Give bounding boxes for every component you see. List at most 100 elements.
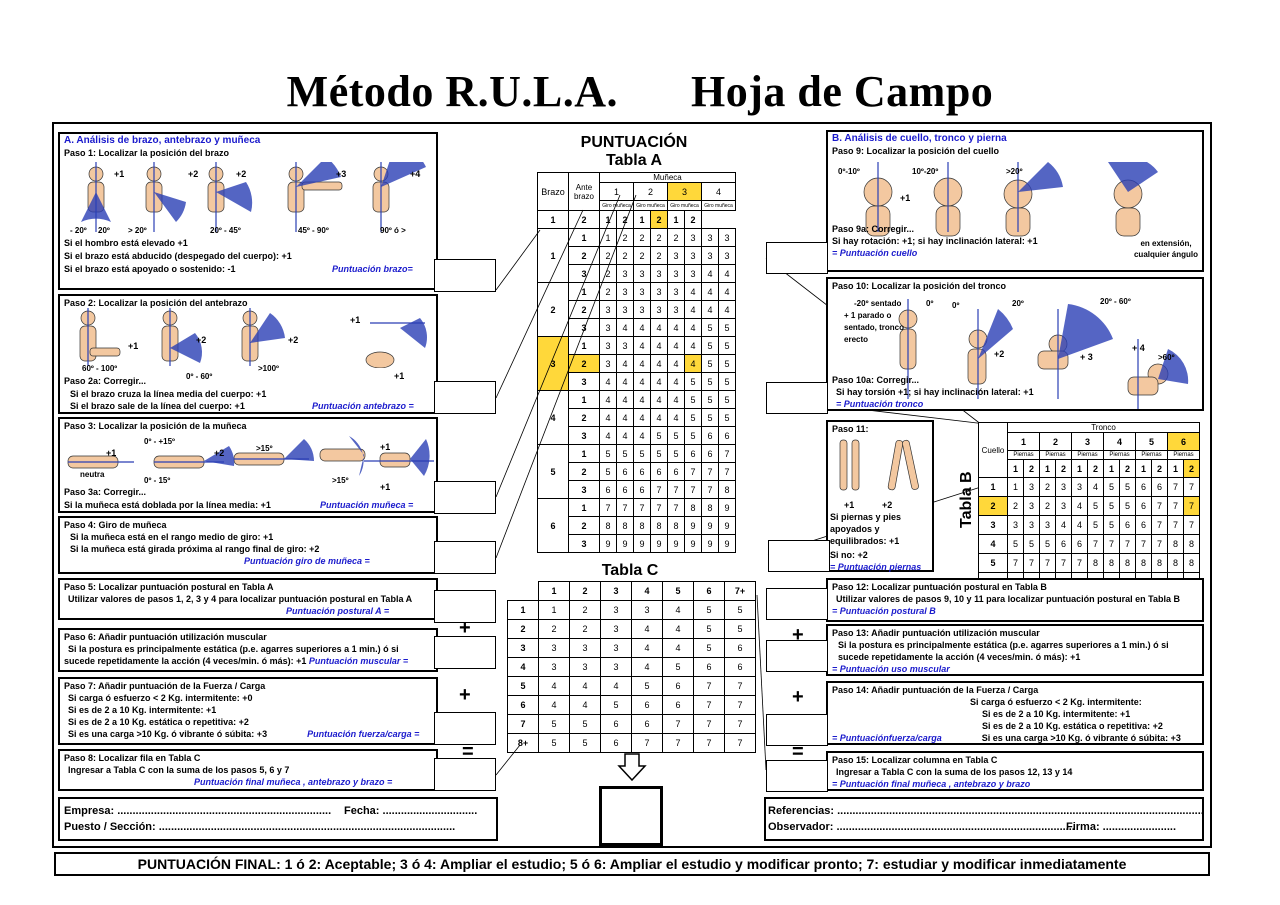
final-a-score-box[interactable] [434, 758, 496, 791]
tabla-a-giro-label: Giro muñeca [701, 200, 736, 211]
tabla-c-row-header: 3 [507, 638, 539, 658]
load-b-score-box[interactable] [766, 714, 828, 746]
tabla-c-value-cell: 3 [569, 657, 601, 677]
step14-rule-2: Si es de 2 a 10 Kg. intermitente: +1 [982, 709, 1131, 719]
tabla-b-value-cell: 2 [1039, 496, 1056, 516]
wrist-score-box[interactable] [434, 481, 496, 514]
tabla-a-value-cell: 3 [684, 246, 702, 265]
tabla-a-value-cell: 5 [701, 336, 719, 355]
muscle-b-score-box[interactable] [766, 640, 828, 672]
tabla-a-brazo-cell: 1 [537, 228, 569, 283]
posture-a-score-box[interactable] [434, 590, 496, 623]
tabla-a-antebrazo-cell: 1 [568, 228, 600, 247]
final-score-box[interactable] [599, 786, 663, 846]
tabla-b-trunk-col: 6 [1167, 432, 1200, 451]
tabla-a-value-cell: 6 [684, 444, 702, 463]
tabla-c-row-header: 8+ [507, 733, 539, 753]
final-b-score-box[interactable] [766, 760, 828, 792]
posture-b-score-box[interactable] [766, 588, 828, 620]
tabla-a-value-cell: 4 [667, 372, 685, 391]
tabla-b-value-cell: 6 [1135, 477, 1152, 497]
tabla-c-col-header: 5 [662, 581, 694, 601]
tabla-c-value-cell: 7 [693, 714, 725, 734]
tabla-a-value-cell: 5 [718, 354, 736, 373]
plus-sign-2: + [459, 684, 471, 706]
panel-step1-arm: A. Análisis de brazo, antebrazo y muñeca… [58, 132, 438, 290]
panel-step6: Paso 6: Añadir puntuación utilización mu… [58, 628, 438, 672]
tabla-c-col-header: 7+ [724, 581, 756, 601]
step5-rule: Utilizar valores de pasos 1, 2, 3 y 4 pa… [68, 594, 413, 604]
tabla-a-value-cell: 4 [650, 390, 668, 409]
tabla-c-value-cell: 5 [693, 600, 725, 620]
forearm-score-box[interactable] [434, 381, 496, 414]
tabla-b-title-wrap: Tabla B [958, 470, 978, 530]
neck-score-box[interactable] [766, 242, 828, 274]
step8-rule: Ingresar a Tabla C con la suma de los pa… [68, 765, 290, 775]
tabla-c-value-cell: 3 [631, 600, 663, 620]
tabla-b-trunk-col: 4 [1103, 432, 1136, 451]
tabla-c-col-header: 3 [600, 581, 632, 601]
tabla-a-value-cell: 4 [650, 336, 668, 355]
neck-angle-1: 0º-10º [838, 167, 860, 176]
tabla-b-value-cell: 7 [1183, 477, 1200, 497]
neck-angle-3: >20º [1006, 167, 1023, 176]
trunk-score-box[interactable] [766, 382, 828, 414]
panel-step7: Paso 7: Añadir puntuación de la Fuerza /… [58, 677, 438, 745]
tabla-b-pierna-col: 2 [1087, 459, 1104, 478]
arm-score-box[interactable] [434, 259, 496, 292]
tabla-b-piernas-label: Piernas [1167, 450, 1200, 460]
tabla-a-value-cell: 4 [633, 354, 651, 373]
tabla-b-title: Tabla B [958, 471, 975, 528]
firma-field[interactable]: Firma: ........................ [1066, 821, 1177, 833]
arm-angle-1: - 20º [70, 226, 87, 235]
arm-label-3: +2 [236, 169, 247, 179]
tabla-a-wrist-col: 3 [667, 182, 702, 201]
tabla-c-value-cell: 1 [538, 600, 570, 620]
tabla-a-value-cell: 3 [633, 300, 651, 319]
tabla-b-value-cell: 7 [1135, 534, 1152, 554]
referencias-field[interactable]: Referencias: ...........................… [768, 805, 1204, 817]
tabla-c-value-cell: 5 [569, 714, 601, 734]
tabla-c-value-cell: 6 [631, 714, 663, 734]
tabla-a-value-cell: 3 [667, 300, 685, 319]
twist-score-box[interactable] [434, 541, 496, 574]
legs-label-1: +1 [844, 500, 855, 510]
tabla-a-value-cell: 5 [633, 444, 651, 463]
muscle-score-box[interactable] [434, 636, 496, 669]
tabla-c-value-cell: 7 [724, 714, 756, 734]
tabla-a-value-cell: 7 [650, 480, 668, 499]
step6-rule-1: Si la postura es principalmente estática… [68, 644, 399, 654]
tabla-b-row-header: 2 [978, 496, 1008, 516]
tabla-b-value-cell: 5 [1103, 477, 1120, 497]
tabla-a-value-cell: 9 [650, 534, 668, 553]
puesto-field[interactable]: Puesto / Sección: ......................… [64, 821, 456, 833]
panel-step2-forearm: Paso 2: Localizar la posición del antebr… [58, 294, 438, 414]
tabla-b-value-cell: 8 [1167, 534, 1184, 554]
tabla-c-value-cell: 3 [538, 657, 570, 677]
forearm-label-1: +1 [128, 341, 139, 351]
tabla-b-value-cell: 8 [1167, 553, 1184, 573]
tabla-b-value-cell: 4 [1071, 515, 1088, 535]
legs-score-box[interactable] [768, 540, 830, 572]
load-score-box[interactable] [434, 712, 496, 745]
tabla-a-value-cell: 6 [633, 462, 651, 481]
tabla-a-giro-col: 1 [537, 210, 569, 229]
tabla-b-value-cell: 3 [1007, 515, 1024, 535]
tabla-a-value-cell: 4 [667, 336, 685, 355]
trunk-rule-1: Si hay torsión +1; si hay inclinación la… [836, 387, 1034, 397]
tabla-a-value-cell: 4 [599, 408, 617, 427]
tabla-a-value-cell: 3 [650, 264, 668, 283]
observador-field[interactable]: Observador: ............................… [768, 821, 1075, 833]
tabla-c-value-cell: 7 [662, 714, 694, 734]
tabla-b-value-cell: 5 [1119, 496, 1136, 516]
plus-sign-1: + [459, 617, 471, 639]
tabla-b-h-tronco: Tronco [1007, 422, 1200, 433]
empresa-field[interactable]: Empresa: ...............................… [64, 805, 332, 817]
tabla-a-value-cell: 5 [718, 408, 736, 427]
fecha-field[interactable]: Fecha: ............................... [344, 805, 478, 817]
step1-title: Paso 1: Localizar la posición del brazo [64, 148, 230, 158]
tabla-a-value-cell: 7 [718, 462, 736, 481]
